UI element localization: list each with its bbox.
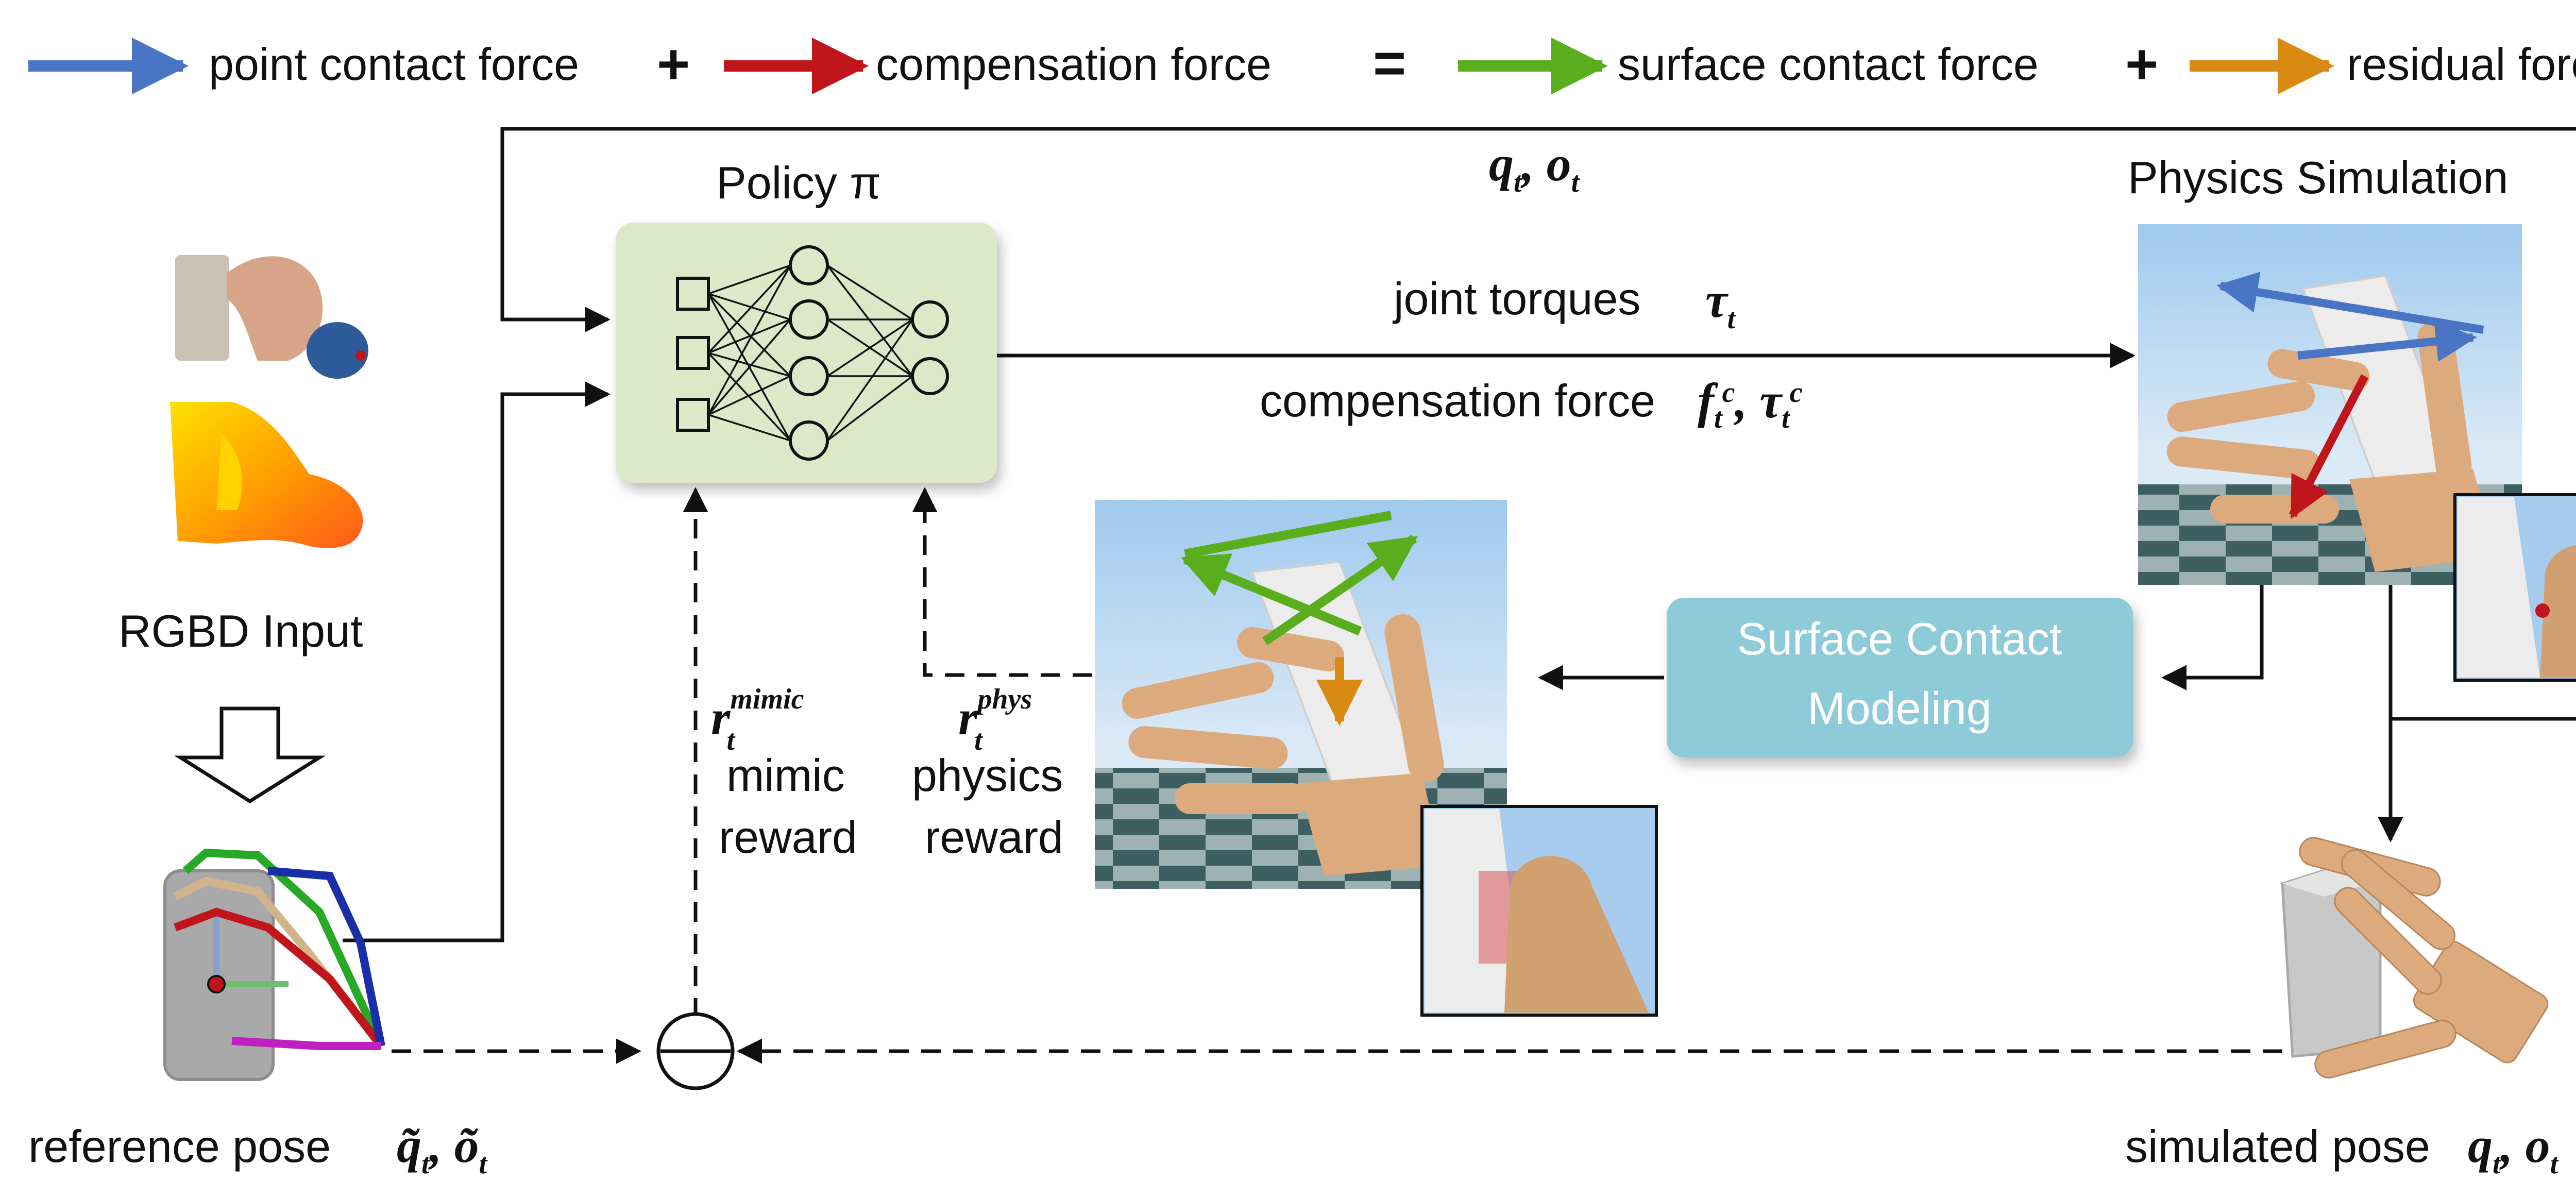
legend-surface-contact-label: surface contact force (1618, 39, 2039, 90)
surface-contact-force-arrow-1 (1184, 511, 1392, 559)
legend: point contact force + compensation force… (28, 31, 2576, 96)
compensation-force-math: ftc, τtc (1698, 373, 1803, 434)
reference-point-marker (207, 975, 226, 993)
center-render-inset (1420, 805, 1658, 1017)
surface-contact-modeling-block: Surface Contact Modeling (1667, 598, 2133, 757)
state-feedback-line (500, 127, 2576, 332)
compensation-force-label: compensation force (1260, 375, 1655, 426)
mimic-reward-line2: reward (719, 812, 857, 863)
down-arrow-icon (174, 706, 326, 804)
depth-image (170, 402, 363, 548)
policy-block: Policy π (616, 157, 997, 483)
physics-inset (2453, 493, 2576, 682)
neural-network-icon (676, 245, 949, 461)
joint-torques-label: joint torques (1392, 273, 1640, 324)
surface-contact-modeling-box (1667, 598, 2133, 757)
legend-residual-label: residual force (2347, 39, 2576, 90)
simulated-pose: simulated pose qt, ot (2125, 837, 2559, 1180)
physics-to-simulated-line (2391, 717, 2576, 721)
legend-compensation-label: compensation force (876, 39, 1272, 90)
physics-reward-line2: reward (925, 812, 1063, 863)
physics-title: Physics Simulation (2128, 152, 2509, 203)
policy-box (616, 223, 997, 483)
reference-pose-math: q̃t, õt (397, 1118, 488, 1180)
legend-plus-1: + (657, 32, 690, 96)
compensation-force-arrow (2289, 374, 2369, 519)
reference-pose-label: reference pose (28, 1121, 331, 1172)
reference-pose: reference pose q̃t, õt (28, 848, 488, 1180)
simulated-pose-label: simulated pose (2125, 1121, 2430, 1172)
legend-equals: = (1373, 31, 1406, 95)
rgbd-input: RGBD Input (118, 255, 368, 804)
surface-contact-render (1095, 500, 1658, 1017)
point-contact-force-arrow-2 (2297, 321, 2477, 362)
legend-plus-2: + (2125, 32, 2158, 96)
reference-to-policy-line (343, 381, 611, 942)
legend-point-contact-label: point contact force (209, 39, 579, 90)
surface-modeling-line2: Modeling (1807, 683, 1991, 734)
joint-torques-math: τt (1705, 273, 1736, 335)
policy-title: Policy π (716, 157, 881, 208)
physics-to-surface-line (2161, 585, 2264, 690)
dashed-connectors (392, 487, 2282, 1064)
mimic-reward-line1: mimic (726, 750, 845, 801)
difference-operator (656, 1012, 735, 1090)
connectors (343, 127, 2576, 942)
rgb-image (175, 255, 368, 379)
physics-reward-line1: physics (912, 750, 1063, 801)
simulated-pose-math: qt, ot (2468, 1118, 2559, 1180)
physreward-to-policy-dashed (912, 487, 1092, 677)
physics-simulation: Physics Simulation (2128, 152, 2576, 682)
state-label-top: qt, ot (1489, 136, 1580, 198)
rgbd-label: RGBD Input (118, 605, 363, 656)
surface-modeling-line1: Surface Contact (1737, 613, 2062, 664)
